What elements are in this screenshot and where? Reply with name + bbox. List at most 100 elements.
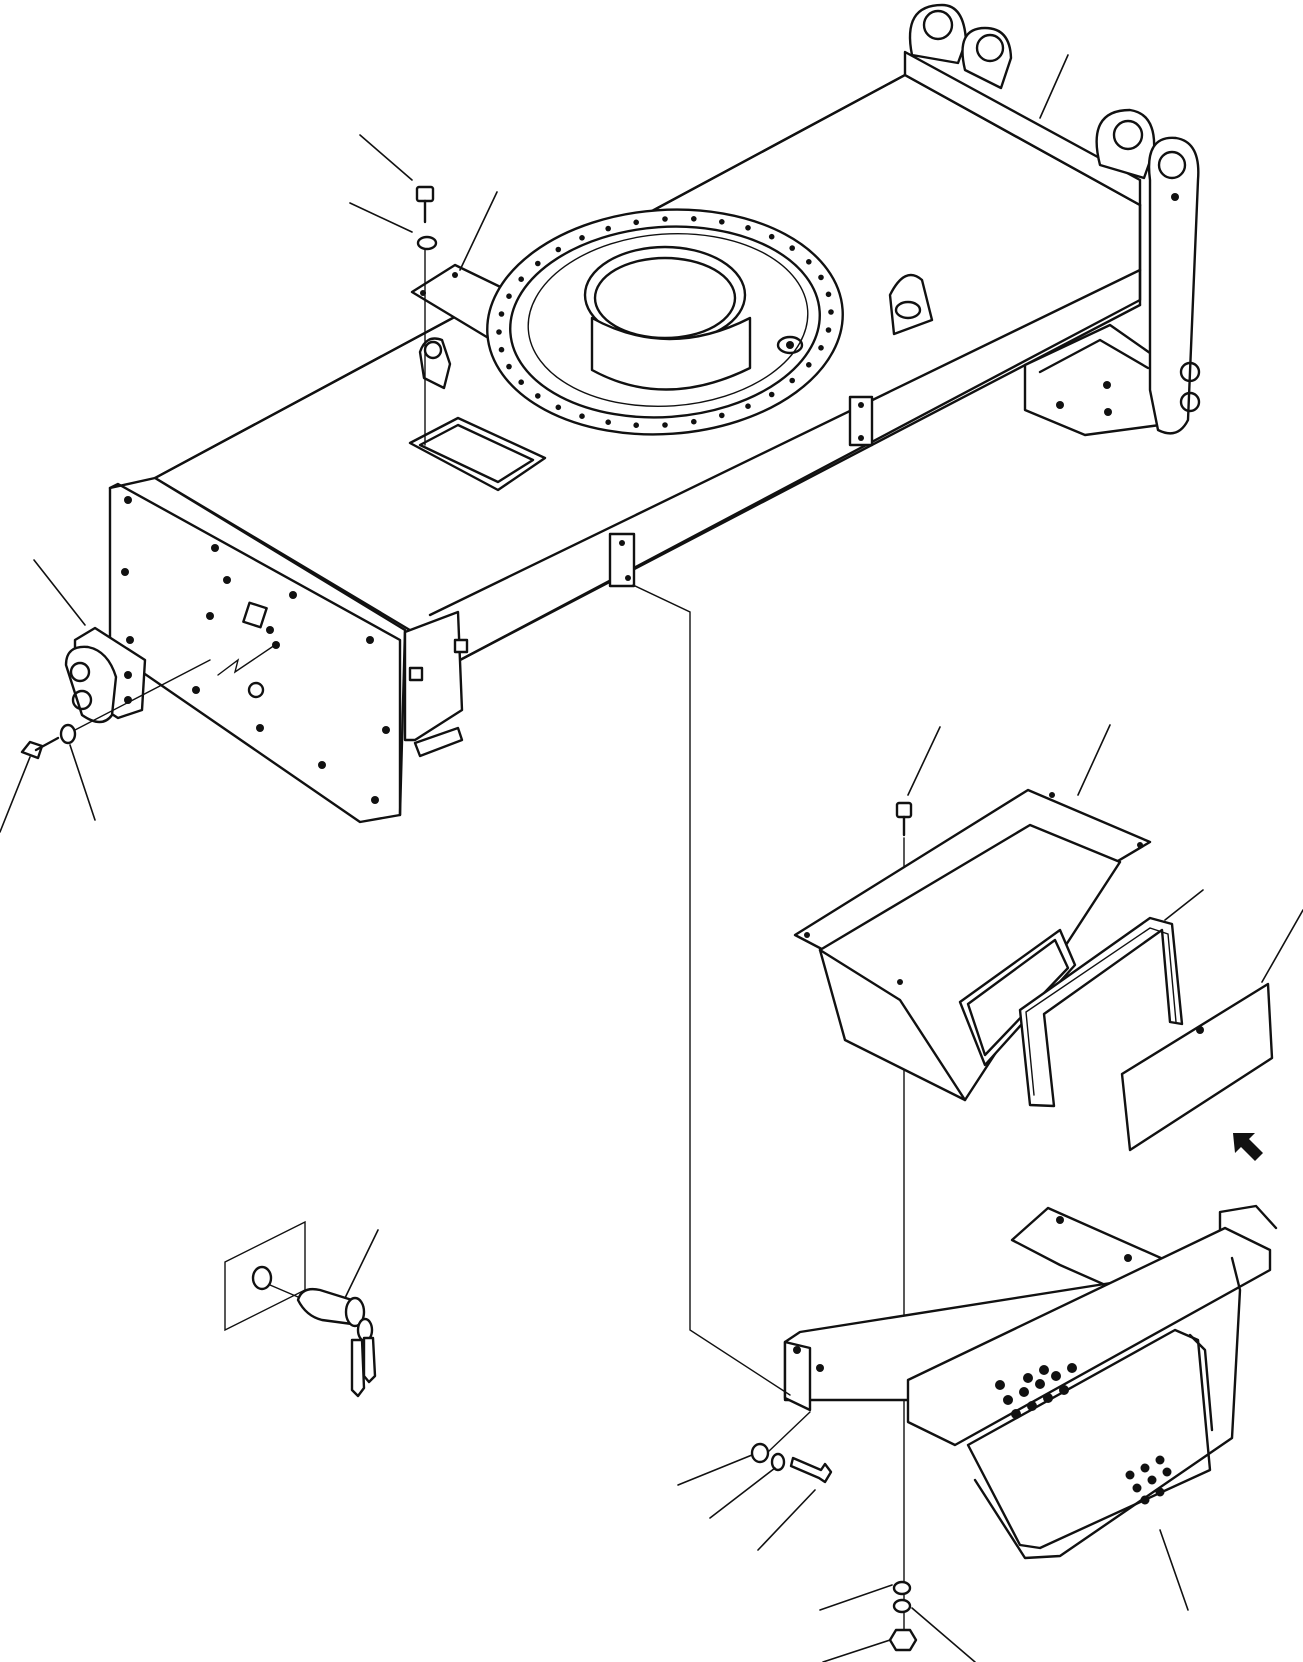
- end-side-bracket: [403, 610, 464, 742]
- bolt-hole: [1155, 1455, 1165, 1465]
- bolt-hole: [825, 327, 832, 333]
- bolt-hole: [555, 246, 562, 253]
- bottom-washer-icon-1: [892, 1580, 912, 1596]
- callout-leader-19: [1159, 1529, 1189, 1611]
- callout-leader-06: [0, 756, 31, 833]
- step-box-seal: [1018, 916, 1184, 1108]
- end-plate-holes: [121, 496, 390, 804]
- callout-leader-17: [822, 1639, 891, 1662]
- callout-leaders: [0, 54, 1303, 1662]
- bolt-hole: [1051, 1371, 1061, 1381]
- bolt-hole: [1067, 1363, 1077, 1373]
- bolt-hole: [605, 419, 611, 426]
- step-box-bolt-icon: [895, 801, 913, 819]
- shackle-assembly: [20, 626, 211, 760]
- rear-ear-right-2: [1147, 136, 1200, 435]
- callout-leader-15: [757, 1489, 816, 1551]
- callout-leader-09: [1077, 724, 1111, 796]
- bolt-hole: [719, 412, 725, 419]
- callout-leader-03: [459, 191, 498, 271]
- rear-ear-left-1: [908, 3, 968, 65]
- bolt-hole: [1043, 1393, 1053, 1403]
- inspection-opening: [408, 416, 547, 492]
- step-bracket-assembly: [750, 1204, 1278, 1652]
- callout-leader-08: [907, 726, 941, 796]
- bolt-hole: [496, 329, 502, 335]
- bolt-hole: [1162, 1467, 1172, 1477]
- callout-leader-16: [819, 1584, 893, 1611]
- shackle-washer-icon: [59, 723, 77, 745]
- bolt-hole: [745, 225, 751, 231]
- bolt-hole: [1023, 1373, 1033, 1383]
- bolt-hole: [1003, 1395, 1013, 1405]
- center-bore-wall: [590, 316, 752, 391]
- main-frame: [108, 3, 1201, 824]
- bottom-nut-icon: [888, 1628, 918, 1652]
- bolt-hole: [662, 216, 668, 222]
- bolt-hole: [1140, 1495, 1150, 1505]
- bolt-hole: [1027, 1401, 1037, 1411]
- top-lug-right: [888, 273, 934, 336]
- key-switch-assembly: [224, 1220, 377, 1398]
- rear-ear-left-2: [961, 26, 1013, 90]
- bolt-hole: [1011, 1409, 1021, 1419]
- bolt-hole: [995, 1380, 1005, 1390]
- callout-leader-01: [359, 134, 413, 181]
- bolt-hole: [1147, 1475, 1157, 1485]
- bolt-hole: [1019, 1387, 1029, 1397]
- step-bracket-mount-plate: [783, 1340, 812, 1412]
- bolt-hole: [691, 418, 697, 425]
- bolt-hole: [818, 345, 824, 351]
- bolt-hole: [825, 291, 832, 298]
- bolt-hole: [535, 260, 541, 267]
- callout-leader-02: [349, 202, 413, 233]
- cover-bolt-assembly: [415, 185, 438, 446]
- bolt-hole: [633, 219, 639, 226]
- bolt-hole: [691, 216, 697, 222]
- bolt-hole: [789, 377, 795, 384]
- bolt-hole: [506, 363, 512, 370]
- callout-leader-05: [33, 559, 86, 626]
- callout-leader-10: [1164, 889, 1204, 921]
- callout-leader-04: [1039, 54, 1069, 119]
- bolt-hole: [1140, 1463, 1150, 1473]
- bolt-hole: [535, 393, 541, 399]
- bolt-hole: [1059, 1385, 1069, 1395]
- bolt-hole: [498, 311, 505, 317]
- phantom-line-step-to-frame: [632, 584, 791, 1396]
- callout-leader-14: [709, 1467, 776, 1519]
- callout-leader-12: [344, 1229, 379, 1299]
- bolt-hole: [806, 259, 812, 265]
- bolt-hole: [789, 245, 795, 251]
- bolt-hole: [633, 422, 639, 429]
- callout-leader-07: [69, 744, 96, 821]
- side-pad-rear: [848, 395, 874, 447]
- bracket-bolt-icon: [789, 1456, 833, 1484]
- bolt-hole: [719, 219, 725, 225]
- bracket-washer-icon-1: [750, 1442, 770, 1464]
- step-tread-holes-upper: [995, 1363, 1077, 1419]
- cover-lug: [418, 337, 452, 390]
- bracket-washer-icon-2: [770, 1452, 786, 1472]
- step-box-cover-plate: [1120, 982, 1274, 1152]
- bolt-hole: [745, 403, 751, 410]
- callout-leader-11: [1261, 909, 1303, 983]
- bolt-hole: [518, 276, 524, 283]
- bottom-washer-icon-2: [892, 1598, 912, 1614]
- bolt-hole: [1155, 1487, 1165, 1497]
- bolt-hole: [662, 422, 668, 428]
- step-box-assembly: [793, 788, 1274, 1631]
- step-box-window: [958, 928, 1077, 1067]
- cover-washer-icon: [416, 235, 438, 251]
- bolt-hole: [506, 293, 512, 300]
- bolt-hole: [1132, 1483, 1142, 1493]
- key-icon-2: [362, 1336, 377, 1384]
- bolt-hole: [1125, 1470, 1135, 1480]
- callout-leader-13: [677, 1454, 753, 1486]
- view-direction-arrow-icon: [1233, 1133, 1263, 1161]
- cover-bolt-icon: [415, 185, 435, 203]
- key-icon-1: [350, 1338, 366, 1398]
- bolt-hole: [828, 309, 834, 315]
- shackle-lug: [64, 645, 118, 724]
